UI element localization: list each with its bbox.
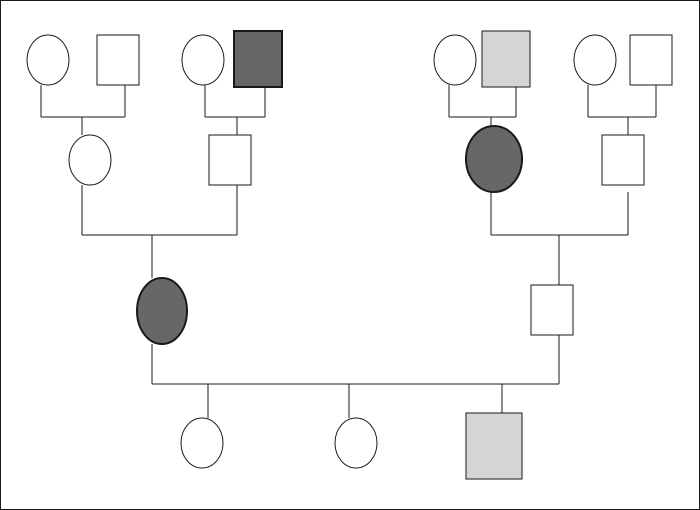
male-unaffected-individual xyxy=(96,34,140,86)
female-unaffected-individual xyxy=(573,34,617,86)
female-unaffected-individual xyxy=(433,34,477,86)
pedigree-lines xyxy=(40,85,657,418)
male-affected-individual xyxy=(233,30,283,88)
pedigree-individuals xyxy=(26,30,673,480)
male-unaffected-individual xyxy=(208,134,252,186)
female-unaffected-individual xyxy=(180,417,224,469)
female-unaffected-individual xyxy=(68,134,112,186)
male-carrier-individual xyxy=(481,30,531,88)
female-unaffected-individual xyxy=(26,34,70,86)
male-unaffected-individual xyxy=(601,134,645,186)
female-affected-individual xyxy=(136,277,188,345)
female-affected-individual xyxy=(465,125,523,193)
female-unaffected-individual xyxy=(181,34,225,86)
female-unaffected-individual xyxy=(334,417,378,469)
male-unaffected-individual xyxy=(530,284,574,336)
male-carrier-individual xyxy=(465,412,523,480)
male-unaffected-individual xyxy=(629,34,673,86)
